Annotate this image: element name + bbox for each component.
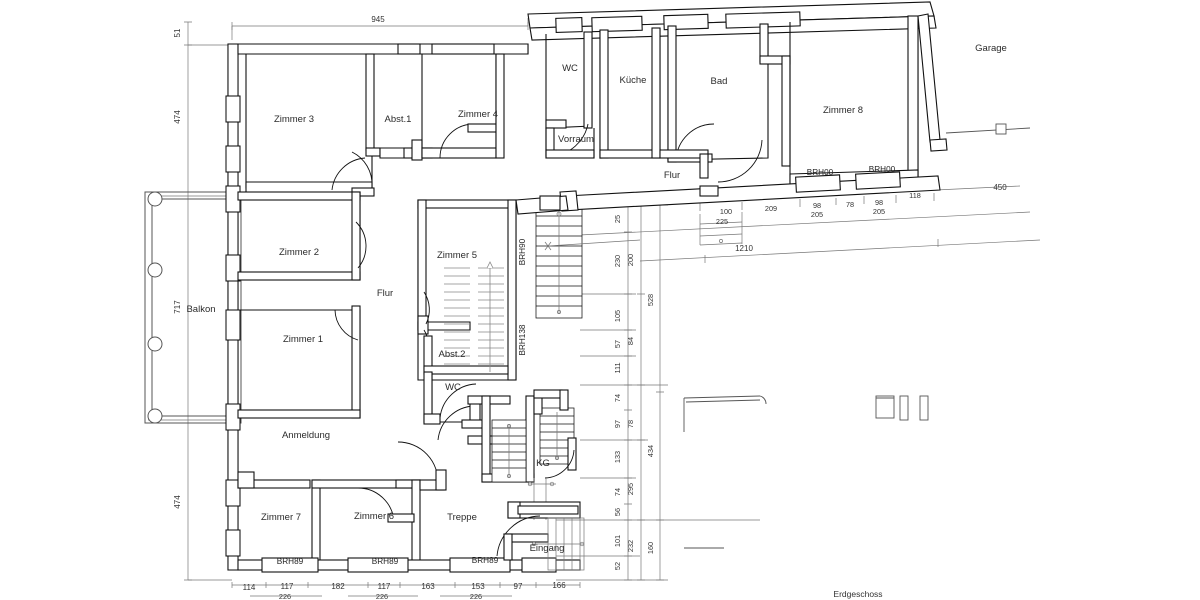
dim-bottom-sub-2: 226 xyxy=(470,592,482,600)
dim-right2-4: 232 xyxy=(626,540,635,552)
room-label-bad: Bad xyxy=(711,76,728,87)
dim-topright-4: 98 xyxy=(875,198,883,207)
dim-right1-2: 105 xyxy=(613,310,622,322)
dim-right2-1: 84 xyxy=(626,337,635,345)
dim-right1-9: 56 xyxy=(613,508,622,516)
window-tag-brh89_c: BRH89 xyxy=(472,556,499,565)
building-walls xyxy=(225,1,1031,573)
dim-bottom-sub-1: 226 xyxy=(376,592,388,600)
dim-topright-2: 205 xyxy=(811,210,823,219)
dim-right2-3: 295 xyxy=(626,483,635,495)
dim-bottom-1: 117 xyxy=(281,582,294,591)
dim-right3-1: 434 xyxy=(646,445,655,457)
dim-lower-long: 1210 xyxy=(735,244,753,253)
room-label-anmeldung: Anmeldung xyxy=(282,430,330,441)
room-label-zimmer7: Zimmer 7 xyxy=(261,512,301,523)
balcony-structure xyxy=(144,191,242,424)
room-label-balkon: Balkon xyxy=(186,304,215,315)
dim-topright-0: 209 xyxy=(765,204,777,213)
dim-left-1: 474 xyxy=(173,110,182,124)
room-label-flur_left: Flur xyxy=(377,288,393,299)
dim-right-long: 450 xyxy=(993,183,1007,192)
dim-stair-1: 225 xyxy=(716,217,728,226)
window-tag-brh90: BRH90 xyxy=(518,238,527,265)
room-label-zimmer5: Zimmer 5 xyxy=(437,250,477,261)
dim-bottom-7: 166 xyxy=(552,581,566,590)
dim-topright-1: 98 xyxy=(813,201,821,210)
dim-right1-8: 74 xyxy=(613,488,622,496)
sheet-title: Erdgeschoss xyxy=(833,589,882,599)
stair-hatch xyxy=(444,261,504,372)
dim-stair-0: 100 xyxy=(720,207,732,216)
dim-right1-6: 97 xyxy=(613,420,622,428)
dim-right2-0: 200 xyxy=(626,254,635,266)
dim-right3-2: 160 xyxy=(646,542,655,554)
room-label-wc_mid: WC xyxy=(445,382,461,393)
dim-right1-11: 52 xyxy=(613,562,622,570)
dim-bottom-3: 117 xyxy=(378,582,391,591)
dim-right1-1: 230 xyxy=(613,255,622,267)
room-label-treppe: Treppe xyxy=(447,512,477,523)
dim-right1-4: 111 xyxy=(613,362,622,373)
room-label-eingang: Eingang xyxy=(530,543,565,554)
room-label-wc_top: WC xyxy=(562,63,578,74)
dim-right1-7: 133 xyxy=(613,451,622,463)
room-label-abst1: Abst.1 xyxy=(385,114,412,125)
window-tag-brh89_b: BRH89 xyxy=(372,557,399,566)
dim-topright-3: 78 xyxy=(846,200,854,209)
room-label-zimmer3: Zimmer 3 xyxy=(274,114,314,125)
dim-bottom-2: 182 xyxy=(331,582,345,591)
window-tag-brh00_b: BRH00 xyxy=(869,165,896,174)
dim-left-2: 717 xyxy=(173,300,182,314)
dim-right1-10: 101 xyxy=(613,535,622,547)
room-label-garage: Garage xyxy=(975,43,1007,54)
dim-topright-5: 205 xyxy=(873,207,885,216)
window-tag-brh89_a: BRH89 xyxy=(277,557,304,566)
dim-left-0: 51 xyxy=(173,28,182,37)
room-label-zimmer1: Zimmer 1 xyxy=(283,334,323,345)
room-label-kueche: Küche xyxy=(620,75,647,86)
dim-bottom-4: 163 xyxy=(421,582,435,591)
room-label-kg: KG xyxy=(536,458,550,469)
room-label-zimmer6: Zimmer 6 xyxy=(354,511,394,522)
window-tag-brh00_a: BRH00 xyxy=(807,168,834,177)
dim-right3-0: 528 xyxy=(646,294,655,306)
dim-bottom-6: 97 xyxy=(514,582,523,591)
plan-text-layer: Zimmer 3 Abst.1 Zimmer 4 WC Vorraum Küche BadZ… xyxy=(173,15,1007,600)
dim-bottom-sub-0: 226 xyxy=(279,592,291,600)
dim-right1-5: 74 xyxy=(613,394,622,402)
room-label-abst2: Abst.2 xyxy=(439,349,466,360)
room-label-zimmer4: Zimmer 4 xyxy=(458,109,498,120)
dim-right1-3: 57 xyxy=(613,340,622,348)
dim-topright-6: 118 xyxy=(909,191,921,200)
dim-top-overall: 945 xyxy=(371,15,385,24)
room-label-vorraum: Vorraum xyxy=(558,134,594,145)
dim-bottom-5: 153 xyxy=(471,582,485,591)
room-label-zimmer8: Zimmer 8 xyxy=(823,105,863,116)
dim-right1-0: 25 xyxy=(613,215,622,223)
room-label-flur_right: Flur xyxy=(664,170,680,181)
dim-bottom-0: 114 xyxy=(243,583,256,592)
window-tag-brh138: BRH138 xyxy=(518,324,527,355)
room-label-zimmer2: Zimmer 2 xyxy=(279,247,319,258)
dim-right2-2: 78 xyxy=(626,420,635,428)
dim-left-3: 474 xyxy=(173,495,182,509)
